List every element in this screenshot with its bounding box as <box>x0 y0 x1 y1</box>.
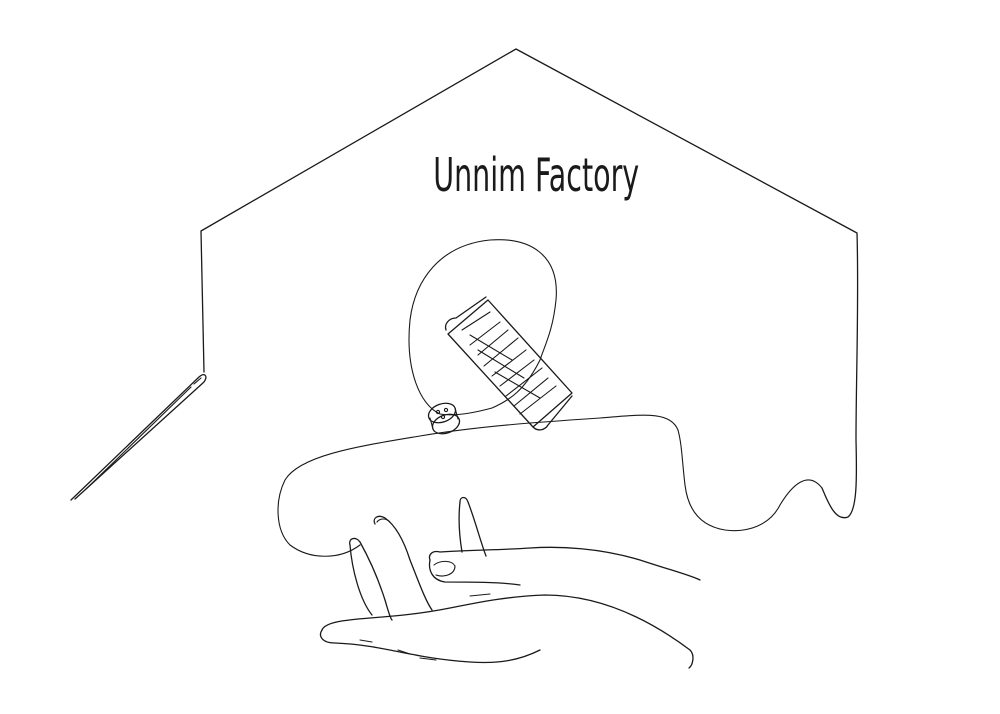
thread-line <box>277 414 823 557</box>
sewing-needle-icon <box>70 374 207 501</box>
hand-icon <box>319 496 701 669</box>
brand-title: Unnim Factory <box>433 148 640 202</box>
thread-spool-icon <box>444 296 573 431</box>
thread-loop <box>408 239 557 416</box>
bobbin-icon <box>427 402 461 435</box>
house-outline <box>200 48 859 519</box>
